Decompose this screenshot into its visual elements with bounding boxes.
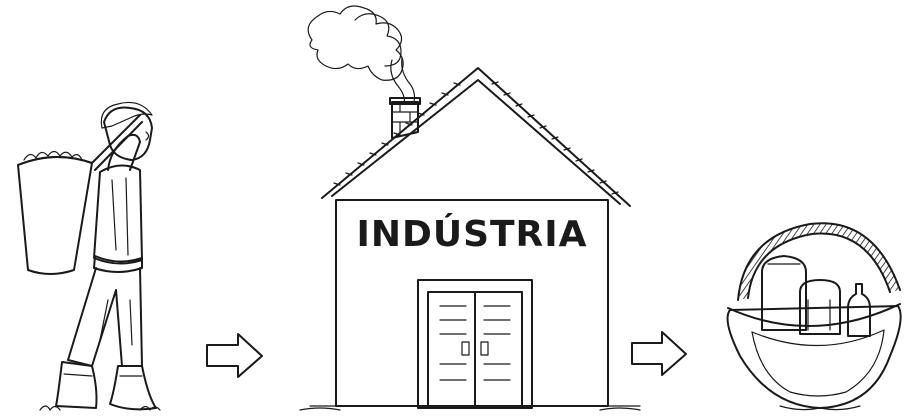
- door-handle-left: [462, 342, 469, 355]
- industry-building: INDÚSTRIA: [300, 6, 640, 410]
- farmer-figure: [18, 102, 160, 410]
- double-door: [418, 280, 532, 408]
- products-basket: [728, 223, 901, 409]
- industry-sign: INDÚSTRIA: [356, 213, 587, 255]
- roof: [322, 68, 630, 206]
- arrow-right-icon: [207, 334, 262, 377]
- arrow-right-icon: [632, 332, 686, 375]
- product-bottle-icon: [848, 284, 870, 336]
- smoke-cloud-icon: [308, 6, 414, 104]
- chimney: [390, 98, 420, 138]
- door-handle-right: [481, 342, 488, 355]
